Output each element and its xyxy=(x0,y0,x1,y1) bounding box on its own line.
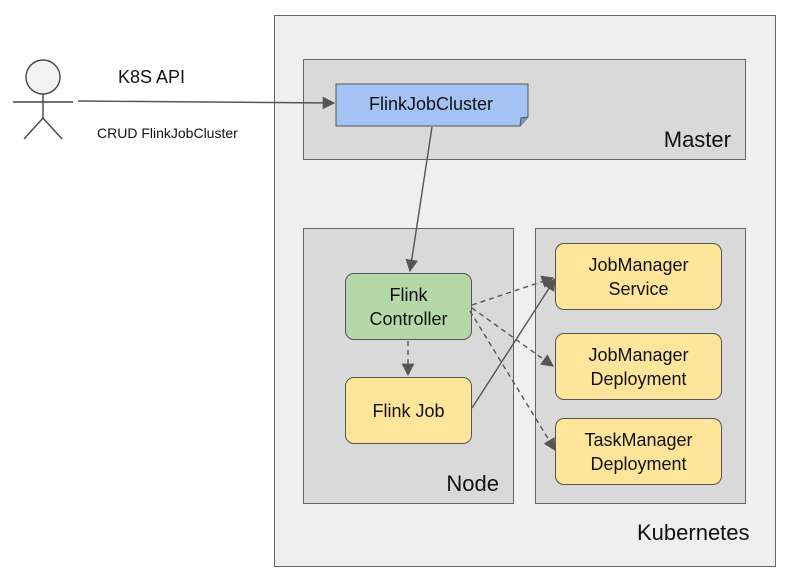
flink-controller-node: Flink Controller xyxy=(345,273,472,340)
node-label: Node xyxy=(446,471,499,496)
flink-job-cluster-label: FlinkJobCluster xyxy=(368,94,494,114)
job-to-jm-service-arrow xyxy=(471,277,556,409)
taskmanager-deployment-node: TaskManager Deployment xyxy=(555,418,722,485)
api-arrow xyxy=(77,96,336,110)
kubernetes-label: Kubernetes xyxy=(637,520,750,545)
user-actor-icon xyxy=(13,59,73,140)
controller-to-tm-deployment-arrow xyxy=(469,310,556,452)
master-label: Master xyxy=(663,127,731,152)
watch-arrow xyxy=(405,126,433,273)
controller-to-jm-deployment-arrow xyxy=(471,307,555,367)
jobmanager-service-node: JobManager Service xyxy=(555,243,722,310)
k8s-api-label: K8S API xyxy=(118,67,186,87)
crud-label: CRUD FlinkJobCluster xyxy=(97,125,238,141)
flink-job-node: Flink Job xyxy=(345,377,472,444)
jobmanager-deployment-node: JobManager Deployment xyxy=(555,333,722,400)
flink-job-cluster-node xyxy=(335,83,529,127)
